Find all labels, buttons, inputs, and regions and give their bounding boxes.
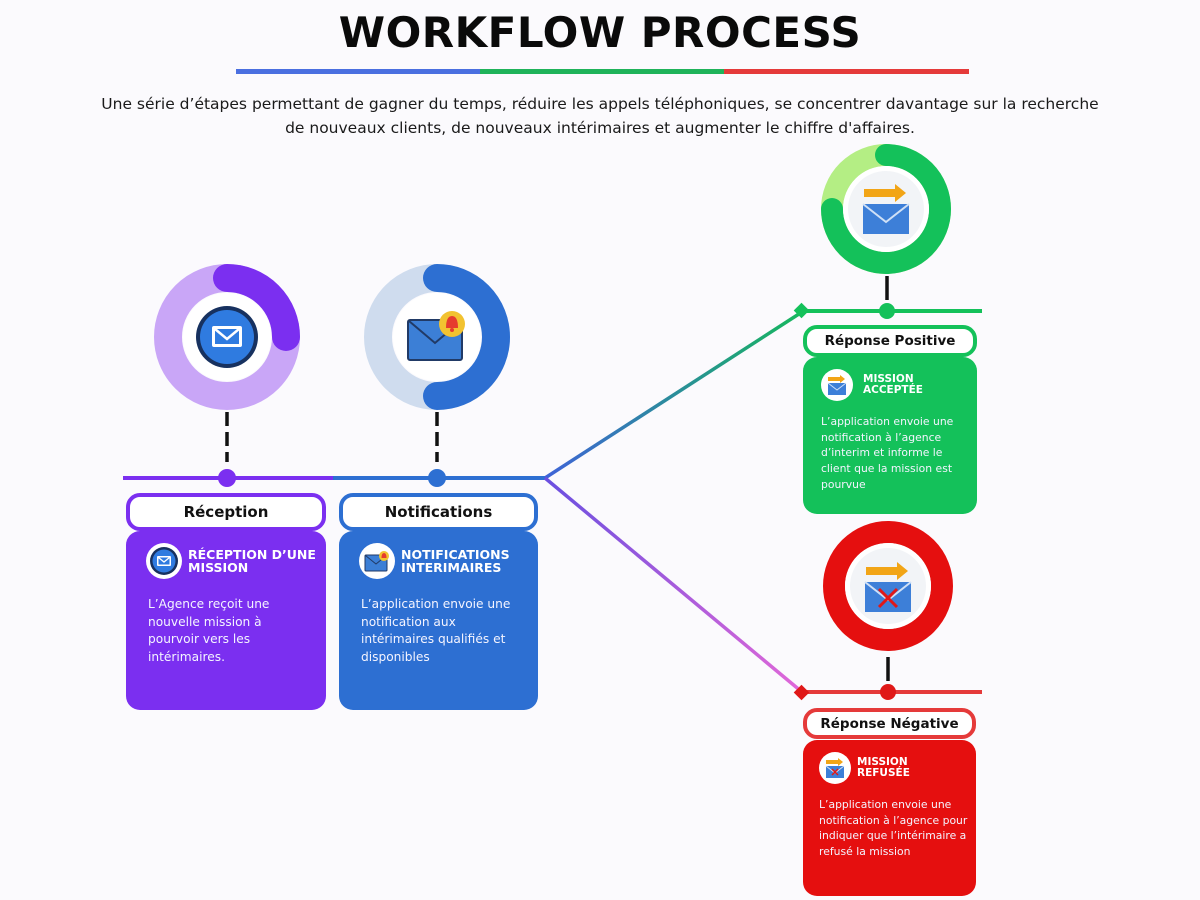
notifications-card-title: NOTIFICATIONS INTERIMAIRES: [401, 546, 510, 575]
positive-card-title: MISSION ACCEPTÉE: [863, 372, 923, 396]
negative-label: Réponse Négative: [803, 708, 976, 739]
positive-label-text: Réponse Positive: [824, 333, 956, 349]
negative-card: MISSION REFUSÉE L’application envoie une…: [803, 740, 976, 896]
notifications-card: NOTIFICATIONS INTERIMAIRES L’application…: [339, 531, 538, 710]
branch-line-negative: [543, 476, 804, 694]
timeline-dot-notifications: [428, 469, 446, 487]
positive-card-text: L’application envoie une notification à …: [821, 415, 954, 491]
positive-card: MISSION ACCEPTÉE L’application envoie un…: [803, 357, 977, 514]
envelope-icon: [146, 543, 182, 579]
envelope-icon: [196, 306, 258, 368]
envelope-bell-icon: [407, 311, 465, 361]
timeline-dot-reception: [218, 469, 236, 487]
envelope-bell-icon: [359, 543, 395, 579]
notifications-label-text: Notifications: [384, 503, 493, 521]
negative-label-text: Réponse Négative: [820, 715, 959, 732]
reception-card: RÉCEPTION D’UNE MISSION L’Agence reçoit …: [126, 531, 326, 710]
title-underline-blue: [236, 69, 480, 74]
page-subtitle: Une série d’étapes permettant de gagner …: [101, 95, 1099, 137]
reception-card-text: L’Agence reçoit une nouvelle mission à p…: [148, 597, 270, 665]
title-underline-green: [480, 69, 724, 74]
negative-card-text: L’application envoie une notification à …: [819, 798, 968, 858]
envelope-check-icon: [821, 369, 853, 401]
timeline-dot-negative: [880, 684, 896, 700]
notifications-label: Notifications: [339, 493, 538, 531]
title-underline-red: [724, 69, 969, 74]
reception-label-text: Réception: [183, 503, 269, 521]
envelope-cross-icon: [850, 548, 926, 624]
positive-label: Réponse Positive: [803, 325, 977, 357]
branch-line-positive: [544, 310, 803, 480]
branch-diamond-negative: [793, 684, 810, 701]
page-title: WORKFLOW PROCESS: [338, 8, 862, 57]
envelope-check-icon: [848, 171, 924, 247]
envelope-cross-icon: [819, 752, 851, 784]
reception-label: Réception: [126, 493, 326, 531]
timeline-dot-positive: [879, 303, 895, 319]
reception-card-title: RÉCEPTION D’UNE MISSION: [188, 546, 316, 575]
notifications-card-text: L’application envoie une notification au…: [361, 597, 511, 665]
negative-card-title: MISSION REFUSÉE: [857, 755, 910, 779]
